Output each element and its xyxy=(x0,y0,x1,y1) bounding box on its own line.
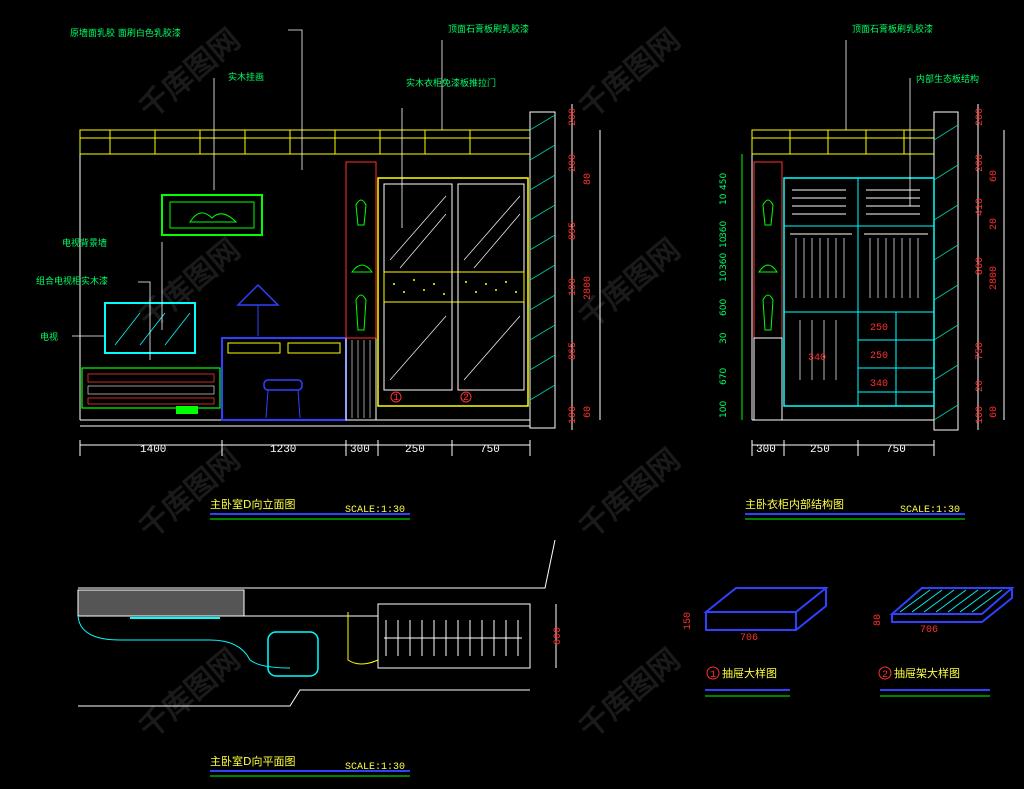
dim-right: 200 xyxy=(568,154,579,172)
ceiling-note-left: 顶面石膏板刷乳胶漆 xyxy=(448,23,529,35)
dim-right: 60 xyxy=(583,406,594,418)
left-dim: 10 xyxy=(719,236,729,248)
dim-250: 250 xyxy=(405,444,425,456)
dim-right: 180 xyxy=(568,278,579,296)
right-dim: 410 xyxy=(975,198,986,216)
plan-view: 600 主卧室D向平面图 SCALE:1:30 xyxy=(77,539,564,777)
watermark: 千库图网 xyxy=(573,22,687,126)
dim-right: 80 xyxy=(583,173,594,185)
detail-1-title: 抽屉大样图 xyxy=(722,666,777,680)
dim-300: 300 xyxy=(350,444,370,456)
dim-1230: 1230 xyxy=(270,444,296,456)
wardrobe-structure-note: 内部生态板结构 xyxy=(916,73,979,85)
elevation-b: 250 250 340 340 顶面石膏板刷乳胶漆 内部生态板结构 450 10… xyxy=(719,23,1005,520)
left-dim: 100 xyxy=(719,401,729,418)
right-dim: 200 xyxy=(975,108,986,126)
dim-right: 200 xyxy=(568,108,579,126)
detail-1-height: 150 xyxy=(683,612,694,630)
elevation-a-title: 主卧室D向立面图 xyxy=(210,497,295,511)
right-dim: 60 xyxy=(989,406,1000,418)
dim-right: 100 xyxy=(568,406,579,424)
top-left-note: 原墙面乳胶 面刷白色乳胶漆 xyxy=(70,27,181,39)
tv-wall-note: 电视背景墙 xyxy=(62,237,107,249)
right-dim: 60 xyxy=(989,170,1000,182)
right-dim: 860 xyxy=(975,257,986,275)
ceiling-note-right: 顶面石膏板刷乳胶漆 xyxy=(852,23,933,35)
watermark: 千库图网 xyxy=(573,442,687,546)
right-dim: 200 xyxy=(975,154,986,172)
detail-2-number: 2 xyxy=(882,670,888,681)
right-dim: 2800 xyxy=(989,266,1000,290)
left-dim: 10 xyxy=(719,270,729,282)
inner-dim: 340 xyxy=(870,379,888,390)
right-dim: 750 xyxy=(975,342,986,360)
left-dim: 600 xyxy=(719,299,729,316)
plan-scale: SCALE:1:30 xyxy=(345,762,405,773)
frame-note: 实木挂画 xyxy=(228,71,264,83)
inner-dim: 250 xyxy=(870,323,888,334)
inner-dim: 250 xyxy=(870,351,888,362)
watermark: 千库图网 xyxy=(133,642,247,746)
detail-2-height: 80 xyxy=(873,614,884,626)
left-dim: 670 xyxy=(719,368,729,385)
left-dim: 450 xyxy=(719,173,729,190)
detail-1-width: 706 xyxy=(740,633,758,644)
right-dim: 20 xyxy=(975,380,986,392)
dim-1400: 1400 xyxy=(140,444,166,456)
detail-1-number: 1 xyxy=(710,670,716,681)
plan-dim: 600 xyxy=(553,627,564,645)
left-dim: 360 xyxy=(719,253,729,270)
inner-dim: 340 xyxy=(808,353,826,364)
elevation-a-scale: SCALE:1:30 xyxy=(345,505,405,516)
elevation-b-title: 主卧衣柜内部结构图 xyxy=(745,497,844,511)
dim-250: 250 xyxy=(810,444,830,456)
right-dim: 100 xyxy=(975,406,986,424)
wardrobe-note: 实木衣柜免漆板推拉门 xyxy=(406,77,496,89)
dim-750: 750 xyxy=(886,444,906,456)
dim-300: 300 xyxy=(756,444,776,456)
left-dim: 10 xyxy=(719,193,729,205)
dim-750: 750 xyxy=(480,444,500,456)
plan-title: 主卧室D向平面图 xyxy=(210,754,295,768)
left-dim: 30 xyxy=(719,332,729,344)
detail-2-width: 706 xyxy=(920,625,938,636)
door-marker-2: 2 xyxy=(463,393,469,404)
dim-right: 2800 xyxy=(583,276,594,300)
elevation-a: 1 2 原墙面乳胶 面刷白色乳胶漆 实木挂画 顶面石膏板刷乳胶漆 实木衣柜免漆板… xyxy=(36,23,601,520)
tv-label: 电视 xyxy=(40,331,58,343)
watermark: 千库图网 xyxy=(133,442,247,546)
detail-2-title: 抽屉架大样图 xyxy=(894,666,960,680)
vase-icon xyxy=(351,199,373,331)
detail-2: 80 706 2 抽屉架大样图 xyxy=(873,587,1015,697)
left-dim: 360 xyxy=(719,221,729,238)
door-marker-1: 1 xyxy=(393,393,399,404)
tv-cabinet-note: 组合电视柜实木漆 xyxy=(36,275,108,287)
watermark: 千库图网 xyxy=(573,642,687,746)
dim-right: 895 xyxy=(568,222,579,240)
right-dim: 20 xyxy=(989,218,1000,230)
dim-right: 865 xyxy=(568,342,579,360)
detail-1: 150 706 1 抽屉大样图 xyxy=(683,587,829,697)
elevation-b-scale: SCALE:1:30 xyxy=(900,505,960,516)
